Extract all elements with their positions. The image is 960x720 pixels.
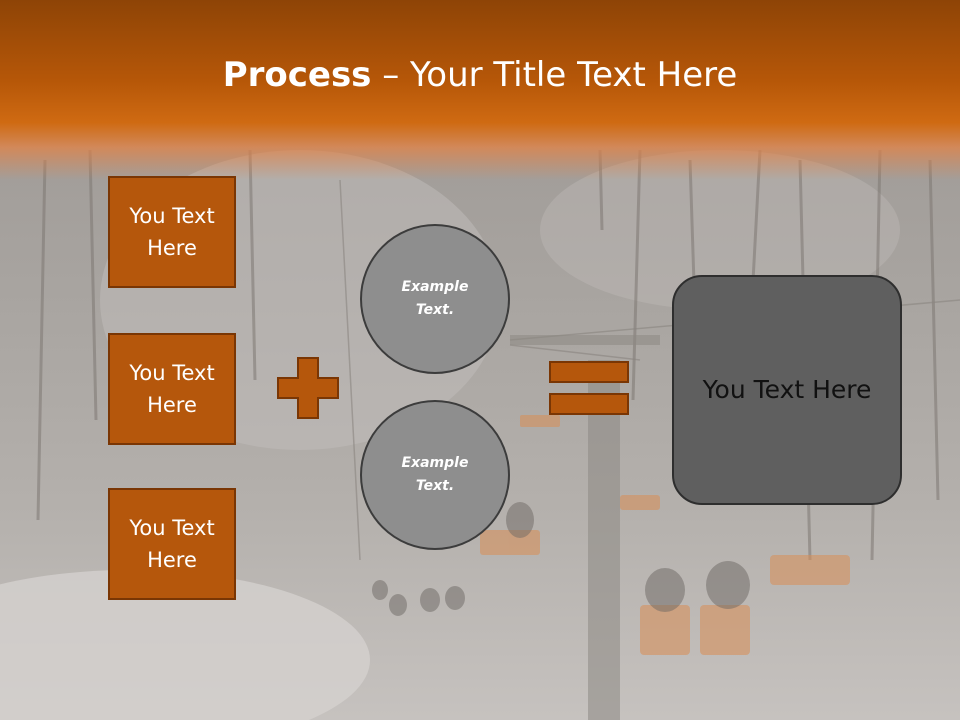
equals-icon [549, 361, 629, 415]
process-box-label: You Text Here [129, 361, 215, 417]
result-box[interactable]: You Text Here [672, 275, 902, 505]
slide-title[interactable]: Process – Your Title Text Here [0, 52, 960, 98]
process-box-1[interactable]: You Text Here [108, 176, 236, 288]
plus-icon [277, 357, 339, 419]
title-rest: – Your Title Text Here [371, 55, 738, 95]
example-circle-2[interactable]: Example Text. [360, 400, 510, 550]
process-box-label: You Text Here [129, 204, 215, 260]
result-box-label: You Text Here [702, 375, 872, 404]
process-box-label: You Text Here [129, 516, 215, 572]
title-bar [0, 0, 960, 180]
process-box-3[interactable]: You Text Here [108, 488, 236, 600]
example-circle-label: Example Text. [401, 279, 469, 318]
title-bold: Process [222, 55, 372, 95]
example-circle-label: Example Text. [401, 455, 469, 494]
process-box-2[interactable]: You Text Here [108, 333, 236, 445]
example-circle-1[interactable]: Example Text. [360, 224, 510, 374]
